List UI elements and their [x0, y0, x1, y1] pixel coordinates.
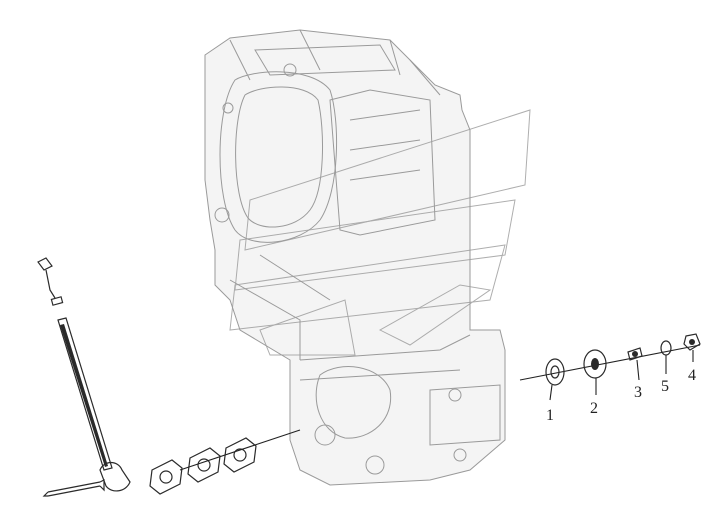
watermark-stripes — [229, 109, 531, 356]
callout-1: 1 — [546, 407, 554, 424]
callout-4: 4 — [688, 367, 696, 384]
callout-2: 2 — [590, 400, 598, 417]
callout-5: 5 — [661, 378, 669, 395]
callout-3: 3 — [634, 384, 642, 401]
callout-leaders — [549, 350, 694, 401]
dipstick-tube-assembly — [37, 257, 131, 497]
transmission-housing — [204, 29, 506, 486]
flange-gaskets — [149, 429, 301, 495]
drain-plug-parts — [519, 333, 701, 386]
